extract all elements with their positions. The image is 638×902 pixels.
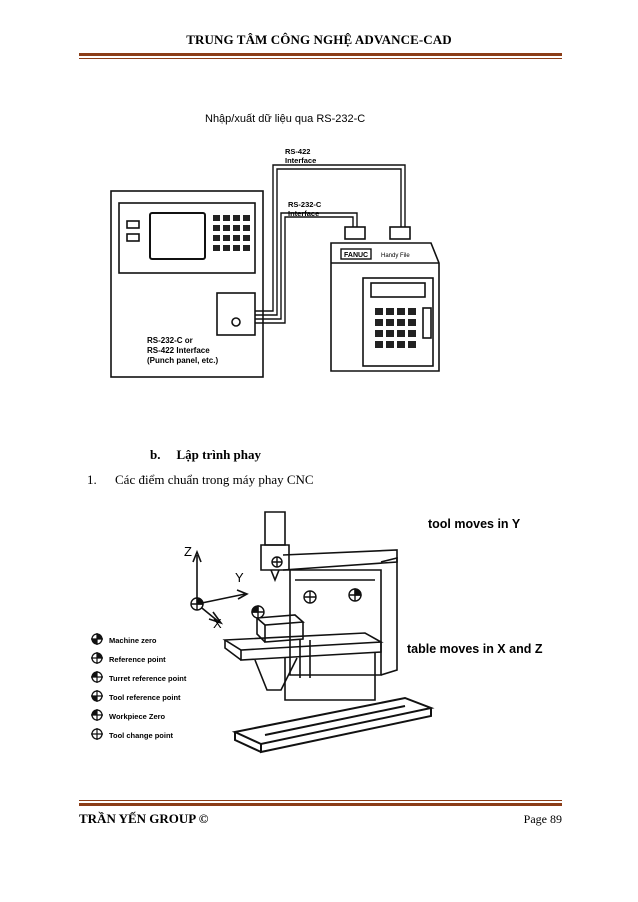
table-moves-label: table moves in X and Z [407,642,543,656]
header-rule-thick [79,53,562,56]
footer-group-name: TRẦN YẾN GROUP © [79,811,209,826]
tool-moves-label: tool moves in Y [428,517,521,531]
axis-z-label: Z [184,544,192,559]
rs232-label-line1: RS-232-C [288,200,322,209]
axis-y-label: Y [235,570,244,585]
rs232-io-figure: Nhập/xuất dữ liệu qua RS-232-C RS-422 In… [110,113,440,378]
figure1-title: Nhập/xuất dữ liệu qua RS-232-C [205,113,365,125]
rs232-label-line2: Interface [288,209,319,218]
legend-label: Workpiece Zero [109,712,166,721]
panel-label-line1: RS-232-C or [147,336,193,345]
page-header-title: TRUNG TÂM CÔNG NGHỆ ADVANCE-CAD [186,32,452,47]
tool-reference-point-icon [91,690,103,702]
turret-reference-point-icon [91,671,103,683]
footer-rule-thin [79,800,562,801]
footer-rule-thick [79,803,562,806]
section-heading-text: Lập trình phay [176,447,262,462]
legend-label: Turret reference point [109,674,187,683]
section-heading: b. Lập trình phay [150,447,261,463]
legend-label: Tool reference point [109,693,181,702]
axis-x-label: X [213,616,222,631]
list-item-text: Các điểm chuẩn trong máy phay CNC [115,472,314,487]
rs422-label-line1: RS-422 [285,147,310,156]
legend-label: Machine zero [109,636,157,645]
list-item: 1. Các điểm chuẩn trong máy phay CNC [87,472,314,488]
panel-label-line2: RS-422 Interface [147,346,210,355]
panel-label-line3: (Punch panel, etc.) [147,356,218,365]
cnc-keypad [213,215,250,251]
list-item-number: 1. [87,472,97,487]
punch-panel-box [216,292,256,336]
machine-zero-icon [91,633,103,645]
rs422-label-line2: Interface [285,156,316,165]
tool-change-point-icon [91,728,103,740]
legend-label: Reference point [109,655,166,664]
fanuc-brand-label: FANUC [344,252,368,259]
interface-cables [255,164,406,324]
handy-file-keypad [375,308,416,348]
milling-reference-points-figure: Z Y X tool moves in Y table moves in X a… [91,511,543,754]
reference-point-icon [91,652,103,664]
footer-page-number: Page 89 [523,812,562,826]
legend-label: Tool change point [109,731,174,740]
machine-table [222,614,384,701]
cnc-control-cabinet [110,190,264,378]
workpiece-zero-icon [91,709,103,721]
header-rule-thin [79,58,562,59]
handy-file-label: Handy File [381,253,410,259]
machine-base [231,696,435,754]
handy-file-device [330,226,440,372]
milling-machine-body [260,511,398,678]
section-letter: b. [150,447,161,462]
reference-point-markers [190,556,362,619]
axis-system [192,549,249,625]
